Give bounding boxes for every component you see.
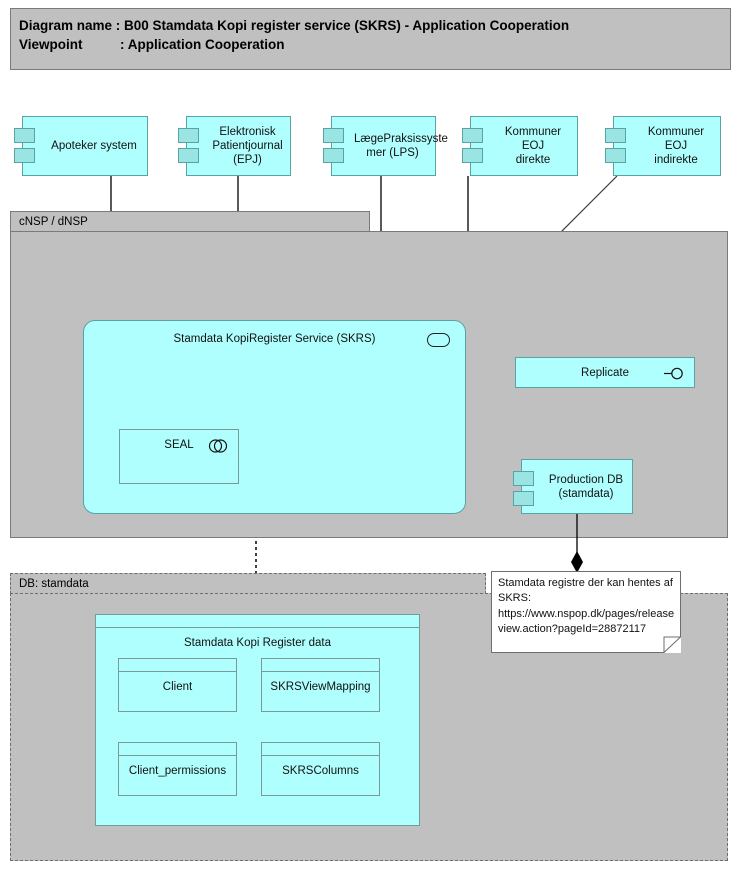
- component-tab-icon: [14, 128, 35, 143]
- data-object-label: SKRSColumns: [282, 765, 359, 777]
- data-object-band: [119, 743, 236, 756]
- component-tab-icon: [323, 148, 344, 163]
- data-object-client-permissions[interactable]: Client_permissions: [118, 742, 237, 796]
- service-label: Stamdata KopiRegister Service (SKRS): [173, 333, 376, 345]
- data-object-label: SKRSViewMapping: [270, 681, 371, 693]
- component-tab-icon: [14, 148, 35, 163]
- data-object-band: [96, 615, 419, 628]
- component-tab-icon: [513, 471, 534, 486]
- grouping-header-cnsp-dnsp: cNSP / dNSP: [10, 211, 370, 232]
- component-tab-icon: [178, 148, 199, 163]
- diagram-title-block: Diagram name : B00 Stamdata Kopi registe…: [10, 8, 731, 70]
- application-interface-icon: [664, 367, 683, 380]
- data-object-label: Client_permissions: [128, 765, 227, 777]
- data-object-label: Client: [162, 681, 193, 693]
- grouping-label: DB: stamdata: [19, 578, 89, 590]
- component-apoteker-system[interactable]: Apoteker system: [14, 116, 148, 176]
- diagram-name-line: Diagram name : B00 Stamdata Kopi registe…: [19, 18, 570, 33]
- replicate-label: Replicate: [581, 366, 629, 379]
- component-tab-icon: [605, 148, 626, 163]
- component-label: Production DB(stamdata): [548, 473, 624, 500]
- application-service-icon: [427, 333, 450, 347]
- component-tab-icon: [462, 128, 483, 143]
- composition-diamond-icon: [571, 551, 583, 573]
- seal-label: SEAL: [164, 439, 194, 451]
- data-object-band: [262, 659, 379, 672]
- grouping-label: cNSP / dNSP: [19, 216, 88, 228]
- application-interaction-icon: [208, 439, 228, 453]
- application-interaction-seal[interactable]: SEAL: [119, 429, 239, 484]
- application-interface-replicate[interactable]: Replicate: [515, 357, 695, 388]
- viewpoint-line: Viewpoint : Application Cooperation: [19, 37, 285, 52]
- data-object-band: [119, 659, 236, 672]
- grouping-header-db-stamdata: DB: stamdata: [10, 573, 486, 594]
- data-object-band: [262, 743, 379, 756]
- application-service-skrs[interactable]: Stamdata KopiRegister Service (SKRS) SEA…: [83, 320, 466, 514]
- data-object-skrsviewmapping[interactable]: SKRSViewMapping: [261, 658, 380, 712]
- component-production-db[interactable]: Production DB(stamdata): [513, 459, 633, 514]
- component-tab-icon: [323, 128, 344, 143]
- data-object-client[interactable]: Client: [118, 658, 237, 712]
- component-tab-icon: [178, 128, 199, 143]
- component-label: Apoteker system: [51, 140, 137, 152]
- note-shape-icon: [491, 571, 681, 653]
- data-object-label: Stamdata Kopi Register data: [183, 637, 332, 649]
- data-object-skrscolumns[interactable]: SKRSColumns: [261, 742, 380, 796]
- component-tab-icon: [513, 491, 534, 506]
- component-tab-icon: [605, 128, 626, 143]
- note-text: Stamdata registre der kan hentes af SKRS…: [498, 577, 675, 636]
- note-stamdata-registre[interactable]: Stamdata registre der kan hentes af SKRS…: [491, 571, 681, 653]
- component-tab-icon: [462, 148, 483, 163]
